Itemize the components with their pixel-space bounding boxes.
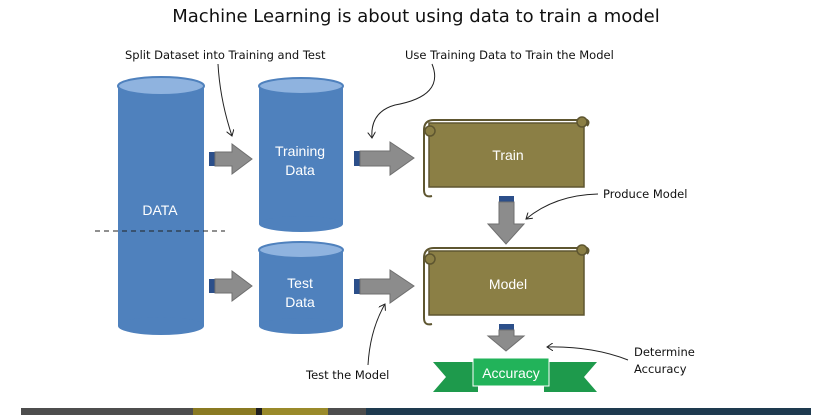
test-data-label-1: Test (287, 275, 313, 291)
arrow-model-to-accuracy (486, 324, 526, 352)
train-scroll: Train (423, 116, 590, 198)
test-data-label-2: Data (285, 294, 315, 310)
training-data-cylinder: Training Data (258, 77, 344, 232)
annotation-split: Split Dataset into Training and Test (125, 48, 326, 62)
annotation-produce-model-pointer (526, 193, 599, 219)
accuracy-ribbon: Accuracy (433, 357, 597, 392)
arrow-to-training-data (209, 143, 253, 175)
annotation-split-pointer (217, 63, 232, 136)
model-label: Model (489, 276, 527, 292)
arrow-train-to-model (486, 196, 526, 245)
arrow-to-train (354, 141, 415, 176)
annotation-determine-accuracy-1: Determine (634, 345, 695, 359)
data-label: DATA (142, 202, 178, 218)
accuracy-label: Accuracy (482, 365, 540, 381)
data-cylinder: DATA (117, 76, 205, 335)
annotation-test-model-pointer (367, 304, 385, 366)
training-data-label-2: Data (285, 162, 315, 178)
training-data-label-1: Training (275, 143, 325, 159)
arrow-to-model (354, 269, 415, 304)
test-data-cylinder: Test Data (258, 241, 344, 334)
page-title: Machine Learning is about using data to … (172, 6, 660, 27)
annotation-determine-accuracy-pointer (547, 347, 629, 361)
annotation-produce-model: Produce Model (603, 187, 687, 201)
annotation-use-training: Use Training Data to Train the Model (405, 48, 614, 62)
annotation-determine-accuracy-2: Accuracy (634, 362, 687, 376)
annotation-use-training-pointer (372, 63, 436, 138)
bottom-image-strip (21, 408, 811, 415)
arrow-to-test-data (209, 270, 253, 302)
train-label: Train (492, 147, 523, 163)
model-scroll: Model (423, 244, 590, 326)
annotation-test-model: Test the Model (305, 368, 389, 382)
